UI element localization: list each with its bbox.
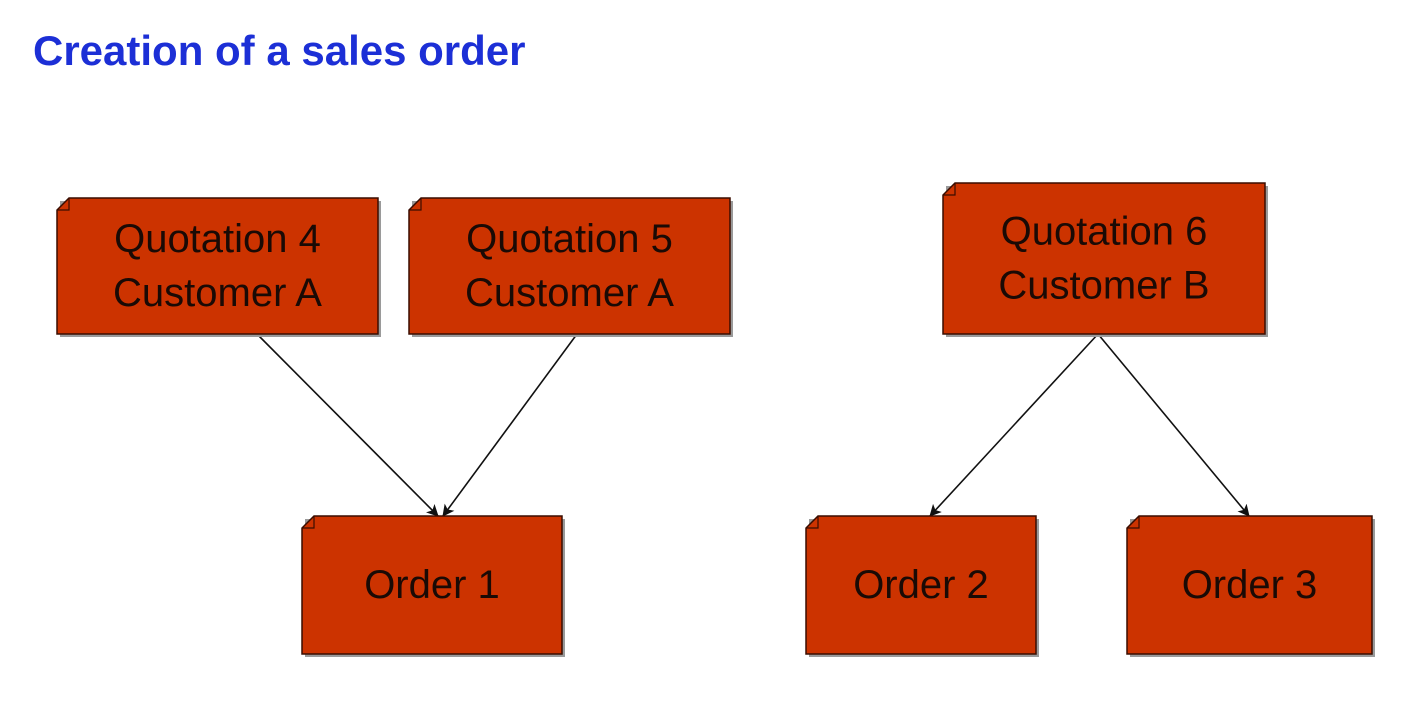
node-o3: Order 3 [1126,515,1375,657]
folded-corner-icon [302,516,315,529]
folded-corner-icon [57,198,70,211]
arrow-q5-to-o1 [442,333,578,517]
node-box [1126,515,1373,655]
nodes-layer: Quotation 4 Customer A Quotation 5 Customer… [56,182,1375,657]
node-box [408,197,731,335]
node-label-line: Order 1 [364,563,500,607]
node-o1: Order 1 [301,515,565,657]
page-title: Creation of a sales order [33,27,526,74]
node-box [301,515,563,655]
folded-corner-icon [1127,516,1140,529]
node-box [942,182,1266,335]
node-label-line: Quotation 4 [114,217,321,261]
node-q5: Quotation 5 Customer A [408,197,733,337]
node-box [805,515,1037,655]
node-label-line: Quotation 5 [466,217,673,261]
edges-layer [256,333,1250,517]
arrow-q6-to-o2 [929,333,1099,517]
node-label-line: Customer A [113,271,322,315]
node-label-line: Order 2 [853,563,989,607]
node-label-line: Customer A [465,271,674,315]
node-label-line: Order 3 [1182,563,1318,607]
arrow-q4-to-o1 [256,333,439,517]
node-box [56,197,379,335]
node-label-line: Quotation 6 [1001,210,1208,254]
folded-corner-icon [409,198,422,211]
node-o2: Order 2 [805,515,1039,657]
folded-corner-icon [943,183,956,196]
arrow-q6-to-o3 [1097,333,1250,517]
node-label-line: Customer B [998,264,1209,308]
node-q6: Quotation 6 Customer B [942,182,1268,337]
folded-corner-icon [806,516,819,529]
node-q4: Quotation 4 Customer A [56,197,381,337]
